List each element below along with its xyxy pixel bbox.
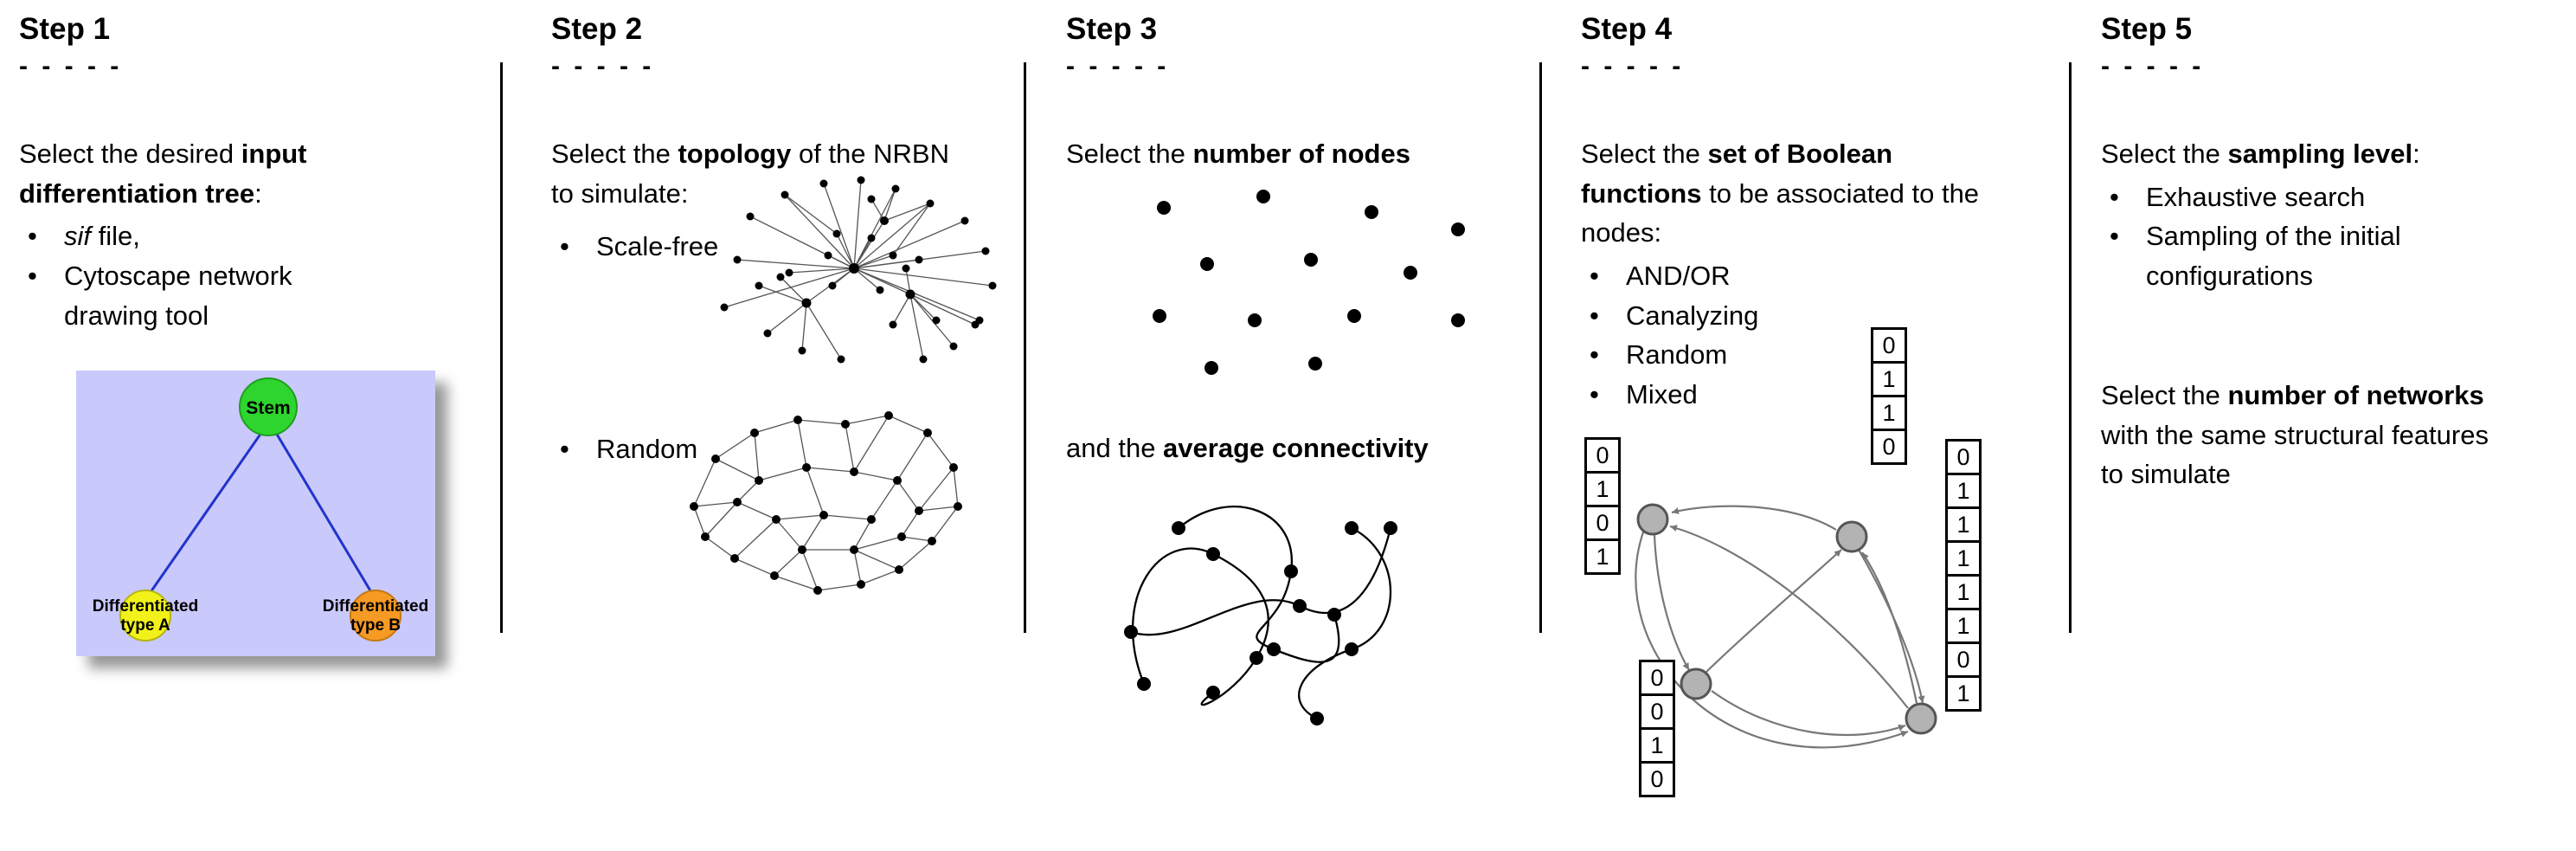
bullet-random: • Random xyxy=(551,429,811,469)
bullet-dot: • xyxy=(560,434,569,464)
type-a-node xyxy=(119,590,171,641)
step-2-dashed-separator: - - - - - xyxy=(551,52,655,81)
random-network-figure xyxy=(690,411,962,595)
step-4-title: Step 4 xyxy=(1581,12,1673,46)
bullet-exhaustive-search: •Exhaustive search xyxy=(2101,177,2568,217)
column-divider xyxy=(1539,62,1542,633)
boolean-cell: 1 xyxy=(1584,538,1621,575)
tree-edges xyxy=(149,432,373,593)
step-3-dashed-separator: - - - - - xyxy=(1066,52,1170,81)
step-3-instruction: Select the number of nodes xyxy=(1066,139,1410,170)
bullet-dot: • xyxy=(1590,378,1599,409)
step-3-title: Step 3 xyxy=(1066,12,1158,46)
bullet-dot: • xyxy=(1590,339,1599,371)
step-4-dashed-separator: - - - - - xyxy=(1581,52,1685,81)
boolean-table-right: 0 1 1 1 1 1 0 1 xyxy=(1945,439,1982,712)
type-b-label-line2: type B xyxy=(350,616,401,635)
step-3-column: Step 3 - - - - - Select the number of no… xyxy=(1066,12,1551,843)
bullet-dot: • xyxy=(1590,260,1599,291)
boolean-cell: 1 xyxy=(1871,361,1907,397)
step-1-instruction: Select the desired input differentiation… xyxy=(19,139,307,209)
step-3-connectivity-text: and the average connectivity xyxy=(1066,433,1429,463)
step-2-column: Step 2 - - - - - Select the topology of … xyxy=(551,12,1018,843)
boolean-cell: 1 xyxy=(1945,675,1982,712)
boolean-node-3 xyxy=(1680,667,1712,700)
boolean-cell: 0 xyxy=(1584,437,1621,474)
boolean-cell: 0 xyxy=(1871,429,1907,465)
stem-label: Stem xyxy=(246,398,290,418)
column-divider xyxy=(1024,62,1026,633)
bullet-sif-file: • sif file, xyxy=(19,216,382,256)
type-a-label-line1: Differentiated xyxy=(93,597,198,616)
boolean-cell: 0 xyxy=(1871,327,1907,364)
boolean-cell: 0 xyxy=(1584,505,1621,541)
bullet-canalyzing: •Canalyzing xyxy=(1581,296,2065,336)
bullet-dot: • xyxy=(28,260,37,291)
boolean-cell: 1 xyxy=(1639,727,1675,764)
step-1-column: Step 1 - - - - - Select the desired inpu… xyxy=(19,12,491,843)
step-4-instruction: Select the set of Boolean functions to b… xyxy=(1581,139,1980,248)
boolean-table-bottom: 0 0 1 0 xyxy=(1639,660,1675,797)
bullet-dot: • xyxy=(2110,221,2119,252)
boolean-cell: 0 xyxy=(1639,693,1675,730)
boolean-network-figure xyxy=(1635,503,1937,749)
step-1-dashed-separator: - - - - - xyxy=(19,52,123,81)
average-connectivity-figure xyxy=(1124,506,1397,725)
boolean-cell: 1 xyxy=(1584,471,1621,507)
type-a-label-line2: type A xyxy=(120,616,170,635)
bullet-and-or: •AND/OR xyxy=(1581,256,2065,296)
boolean-cell: 1 xyxy=(1945,473,1982,509)
bullet-cytoscape: • Cytoscape network drawing tool xyxy=(19,256,382,335)
bullet-mixed: •Mixed xyxy=(1581,375,2065,415)
step-4-column: Step 4 - - - - - Select the set of Boole… xyxy=(1581,12,2065,843)
boolean-table-top: 0 1 1 0 xyxy=(1871,327,1907,465)
boolean-cell: 1 xyxy=(1945,574,1982,610)
bullet-dot: • xyxy=(1590,300,1599,331)
step-2-instruction: Select the topology of the NRBN to simul… xyxy=(551,139,949,209)
step-5-instruction: Select the sampling level: xyxy=(2101,139,2420,170)
boolean-cell: 0 xyxy=(1945,439,1982,475)
boolean-node-1 xyxy=(1636,503,1669,536)
step-5-dashed-separator: - - - - - xyxy=(2101,52,2205,81)
boolean-cell: 1 xyxy=(1871,395,1907,431)
differentiation-tree-figure: Stem Differentiated type A Differentiate… xyxy=(76,371,435,656)
scale-free-network-figure xyxy=(720,176,997,364)
step-5-bullet-list: •Exhaustive search •Sampling of the init… xyxy=(2101,177,2568,296)
bullet-random-functions: •Random xyxy=(1581,335,2065,375)
step-1-title: Step 1 xyxy=(19,12,111,46)
boolean-cell: 0 xyxy=(1945,641,1982,678)
column-divider xyxy=(2069,62,2072,633)
type-b-node xyxy=(350,590,401,641)
boolean-cell: 1 xyxy=(1945,540,1982,577)
nodes-dots-figure xyxy=(1153,190,1465,375)
bullet-dot: • xyxy=(560,231,569,261)
boolean-cell: 1 xyxy=(1945,506,1982,543)
step-4-bullet-list: •AND/OR •Canalyzing •Random •Mixed xyxy=(1581,256,2065,414)
bullet-scale-free: • Scale-free xyxy=(551,227,811,267)
step-2-title: Step 2 xyxy=(551,12,643,46)
step-5-column: Step 5 - - - - - Select the sampling lev… xyxy=(2101,12,2568,843)
boolean-table-left: 0 1 0 1 xyxy=(1584,437,1621,575)
stem-node xyxy=(239,377,298,436)
boolean-cell: 0 xyxy=(1639,660,1675,696)
type-b-label-line1: Differentiated xyxy=(323,597,428,616)
boolean-cell: 0 xyxy=(1639,761,1675,797)
bullet-dot: • xyxy=(28,221,37,252)
boolean-node-4 xyxy=(1905,702,1937,735)
bullet-dot: • xyxy=(2110,181,2119,212)
step-1-bullet-list: • sif file, • Cytoscape network drawing … xyxy=(19,216,382,335)
boolean-cell: 1 xyxy=(1945,608,1982,644)
column-divider xyxy=(500,62,503,633)
step-5-title: Step 5 xyxy=(2101,12,2193,46)
step-5-number-of-networks-text: Select the number of networks with the s… xyxy=(2101,380,2489,490)
bullet-sampling-configurations: •Sampling of the initial configurations xyxy=(2101,216,2568,295)
boolean-node-2 xyxy=(1835,520,1868,553)
